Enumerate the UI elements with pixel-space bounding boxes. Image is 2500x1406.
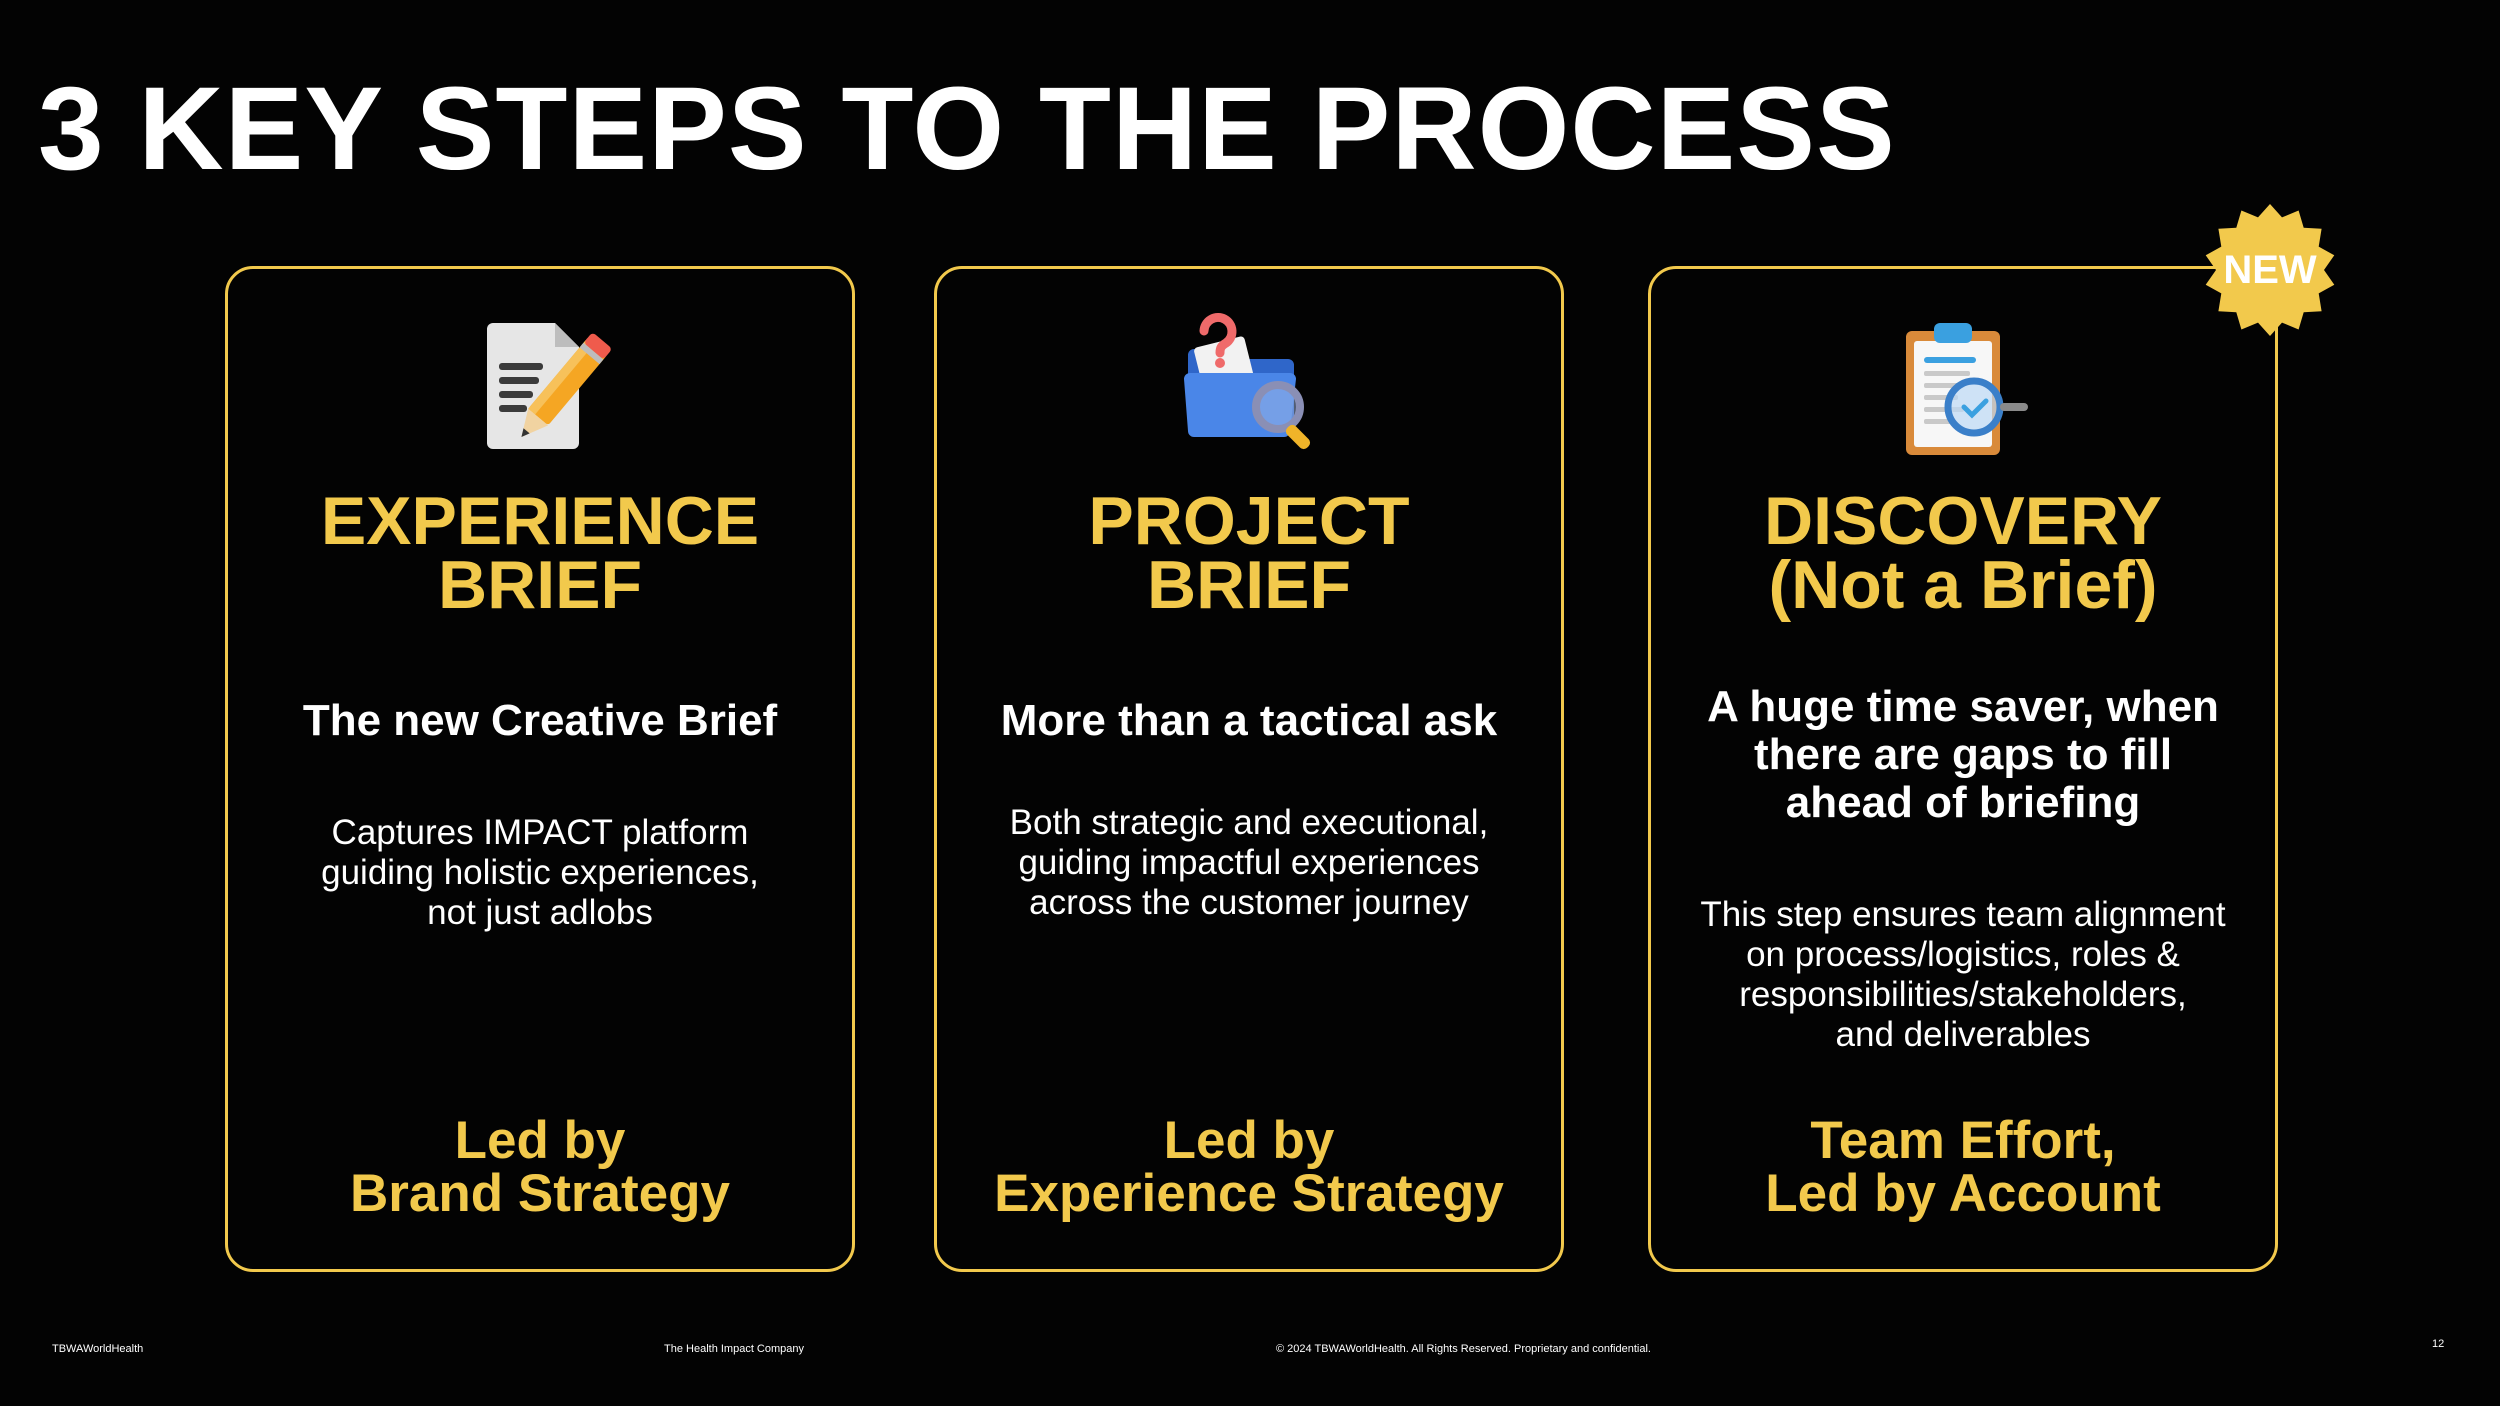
card-heading: DISCOVERY (Not a Brief) <box>1763 483 2162 623</box>
footer-brand: TBWAWorldHealth <box>52 1343 144 1355</box>
page-number: 12 <box>2432 1338 2445 1350</box>
new-badge-label: NEW <box>2223 248 2317 292</box>
card-heading: PROJECT BRIEF <box>1088 483 1410 623</box>
footer-tagline: The Health Impact Company <box>664 1343 805 1355</box>
footer-copyright: © 2024 TBWAWorldHealth. All Rights Reser… <box>1276 1343 1651 1355</box>
clipboard-magnifier-icon <box>1888 311 2038 461</box>
card-subtitle: A huge time saver, when there are gaps t… <box>1707 682 2219 827</box>
step-card-discovery: DISCOVERY (Not a Brief) A huge time save… <box>1648 266 2278 1272</box>
document-pencil-icon <box>465 311 615 461</box>
card-description: Captures IMPACT platform guiding holisti… <box>321 813 759 932</box>
card-footer-led-by: Team Effort, Led by Account <box>1765 1111 2161 1223</box>
slide-title: 3 KEY STEPS TO THE PROCESS <box>38 63 1896 195</box>
badge-starburst-icon <box>2205 204 2335 336</box>
folder-question-magnifier-icon <box>1174 311 1324 461</box>
new-badge: NEW <box>2202 202 2338 338</box>
card-footer-led-by: Led by Experience Strategy <box>994 1111 1504 1223</box>
card-subtitle: More than a tactical ask <box>1000 696 1498 745</box>
card-footer-led-by: Led by Brand Strategy <box>350 1111 730 1223</box>
step-card-project-brief: PROJECT BRIEF More than a tactical ask B… <box>934 266 1564 1272</box>
card-description: Both strategic and executional, guiding … <box>1009 803 1489 922</box>
card-description: This step ensures team alignment on proc… <box>1700 895 2226 1054</box>
card-heading: EXPERIENCE BRIEF <box>320 483 760 623</box>
card-subtitle: The new Creative Brief <box>302 696 778 745</box>
step-card-experience-brief: EXPERIENCE BRIEF The new Creative Brief … <box>225 266 855 1272</box>
